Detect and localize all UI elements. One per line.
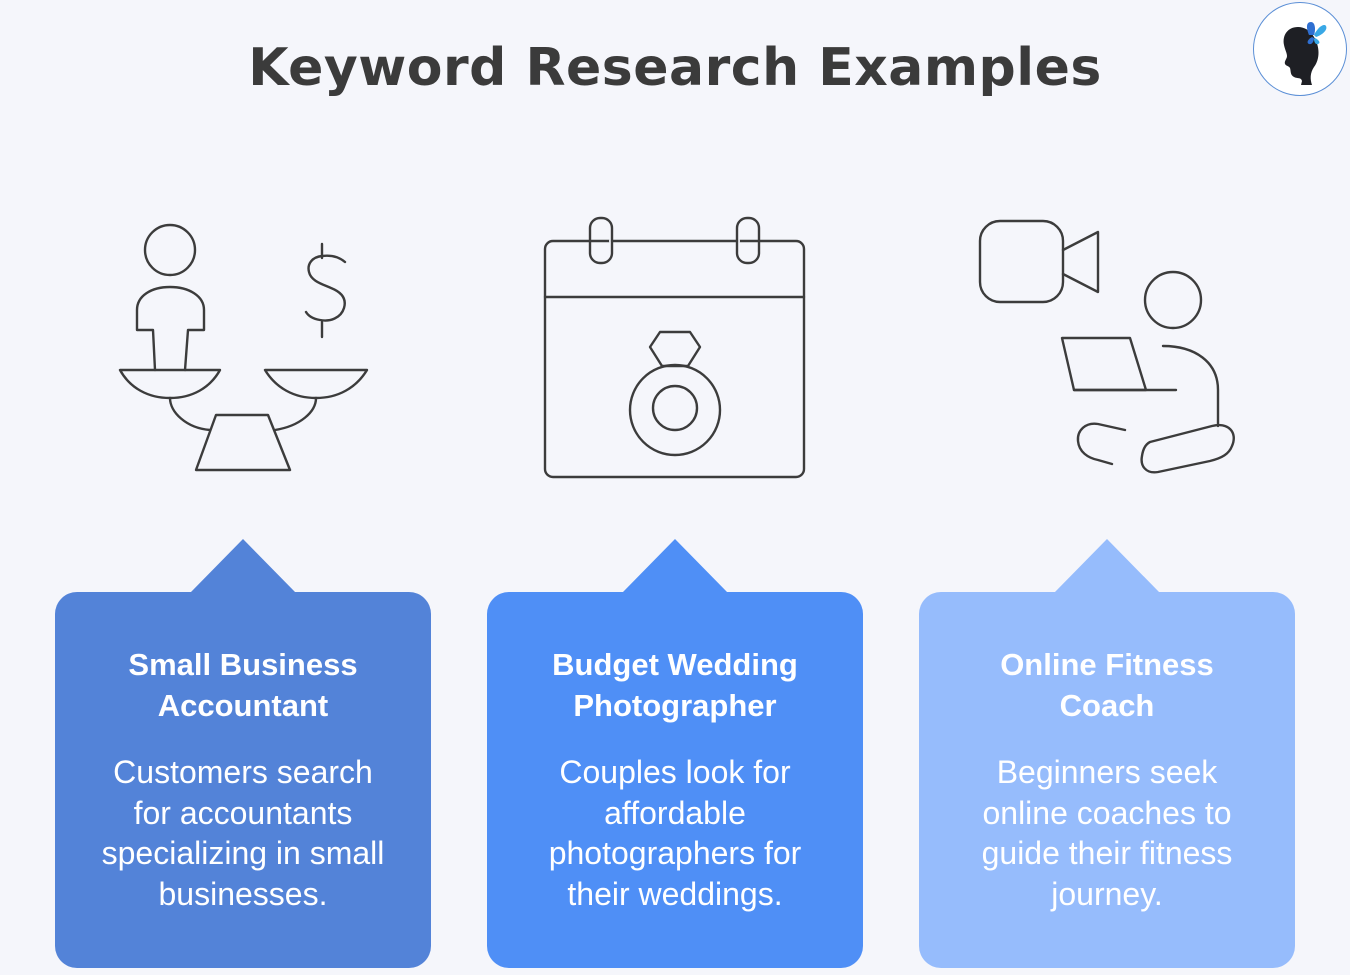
card-title-line: Online Fitness (1000, 647, 1214, 682)
example-card-budget-wedding-photographer: Budget Wedding Photographer Couples look… (487, 539, 863, 968)
card-description: Beginners seek online coaches to guide t… (933, 752, 1281, 914)
card-pointer (622, 539, 728, 593)
video-camera-laptop-person-icon (978, 219, 1235, 474)
card-description-line: journey. (1051, 875, 1163, 912)
card-description-line: their weddings. (567, 875, 783, 912)
example-card-small-business-accountant: Small Business Accountant Customers sear… (55, 539, 431, 968)
card-title-line: Accountant (157, 688, 329, 723)
butterfly-silhouette-logo-icon (1283, 22, 1327, 85)
calendar-ring-icon (543, 216, 806, 479)
card-description-line: businesses. (158, 875, 328, 912)
card-title: Small Business Accountant (69, 644, 417, 726)
card-title: Budget Wedding Photographer (501, 644, 849, 726)
card-description-line: for accountants (133, 794, 353, 831)
card-description-line: affordable (604, 794, 746, 831)
page-title: Keyword Research Examples (248, 38, 1102, 98)
card-description: Couples look for affordable photographer… (501, 752, 849, 914)
card-description-line: specializing in small (101, 835, 385, 871)
card-title-line: Photographer (573, 688, 777, 723)
card-pointer (1054, 539, 1160, 593)
card-description-line: Customers search (113, 754, 373, 790)
card-title-line: Budget Wedding (552, 647, 798, 682)
card-description-line: online coaches to (982, 794, 1232, 831)
card-description-line: guide their fitness (981, 835, 1233, 871)
card-description-line: photographers for (548, 835, 802, 871)
card-title: Online Fitness Coach (933, 644, 1281, 726)
card-pointer (190, 539, 296, 593)
card-description-line: Couples look for (559, 754, 791, 790)
card-description: Customers search for accountants special… (69, 752, 417, 914)
card-description-line: Beginners seek (996, 754, 1218, 790)
balance-scale-person-dollar-icon (118, 223, 369, 472)
card-title-line: Small Business (128, 647, 358, 682)
card-title-line: Coach (1059, 688, 1155, 723)
logo (1253, 2, 1347, 96)
example-card-online-fitness-coach: Online Fitness Coach Beginners seek onli… (919, 539, 1295, 968)
